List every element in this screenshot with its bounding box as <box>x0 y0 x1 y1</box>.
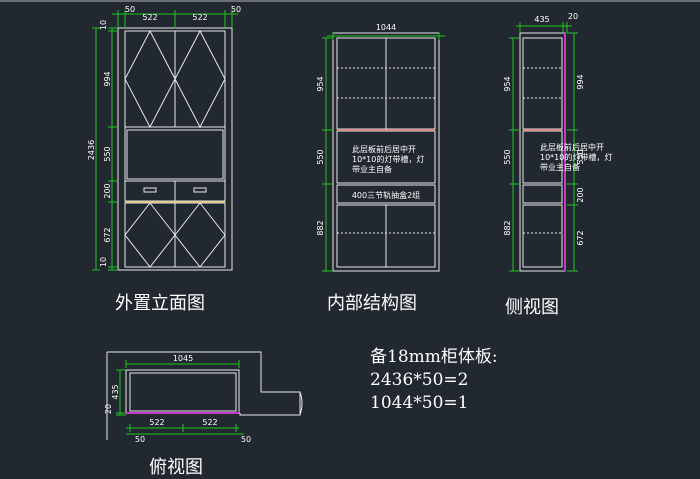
side-drawer <box>522 184 563 204</box>
side-dim-right-3: 200 <box>576 187 585 202</box>
plan-dim-left-1: 20 <box>104 404 113 414</box>
plan-dimensions <box>116 360 244 435</box>
struct-drawer-label: 400三节轨抽盒2组 <box>352 190 420 200</box>
structure-dimensions <box>322 32 445 272</box>
structure-view <box>332 32 440 272</box>
plan-dim-bottom-2: 522 <box>202 418 217 427</box>
plan-dim-bottom-4: 50 <box>241 435 251 444</box>
plan-cabinet-outline <box>125 369 240 414</box>
plan-dim-bottom-1: 522 <box>149 418 164 427</box>
elevation-view <box>117 27 233 271</box>
drawer-handle-right <box>193 187 207 193</box>
plan-dim-bottom-3: 50 <box>135 435 145 444</box>
elev-dim-top-3: 522 <box>192 13 207 22</box>
side-title: 侧视图 <box>505 297 559 318</box>
material-note-line3: 1044*50=1 <box>370 393 469 413</box>
elev-dim-left-5: 672 <box>103 227 112 242</box>
lower-right-door-diamond <box>174 202 226 268</box>
elev-dim-left-6: 10 <box>99 257 108 267</box>
struct-note-line1: 此层板前后居中开 <box>352 144 416 154</box>
structure-niche <box>336 130 436 184</box>
open-niche-inner <box>126 129 224 180</box>
material-notes: 备18mm柜体板: 2436*50=2 1044*50=1 <box>370 346 498 415</box>
elev-dim-top-4: 50 <box>231 5 241 14</box>
wall-break <box>299 391 303 416</box>
side-upper-bay <box>522 37 563 130</box>
struct-dim-left-2: 550 <box>316 149 325 164</box>
side-dim-right-4: 672 <box>576 230 585 245</box>
struct-dim-left-3: 882 <box>316 220 325 235</box>
upper-right-door-diamond <box>174 29 226 129</box>
side-niche <box>522 130 563 184</box>
struct-dim-left-1: 954 <box>316 76 325 91</box>
side-dim-right-1: 994 <box>576 74 585 89</box>
side-dim-right-2: 550 <box>576 149 585 164</box>
elev-dim-top-1: 50 <box>125 5 135 14</box>
side-dim-left-1: 954 <box>503 76 512 91</box>
elevation-dim-text: 50 522 522 50 10 994 550 200 672 10 2436 <box>87 5 241 267</box>
open-niche <box>124 126 226 182</box>
elev-dim-left-2: 994 <box>103 71 112 86</box>
side-dimensions <box>509 22 578 272</box>
struct-dim-top: 1044 <box>376 23 396 32</box>
elev-dim-left-3: 550 <box>103 146 112 161</box>
material-note-line2: 2436*50=2 <box>370 370 469 390</box>
plan-dim-left-2: 435 <box>111 384 120 399</box>
side-note-line2: 10*10的灯带槽，灯 <box>540 152 612 162</box>
plan-view <box>106 351 303 440</box>
struct-note-line2: 10*10的灯带槽，灯 <box>352 154 424 164</box>
elev-dim-top-2: 522 <box>142 13 157 22</box>
structure-drawer <box>336 184 436 204</box>
side-text: 435 20 954 550 882 994 550 200 672 此层板前后… <box>503 12 612 246</box>
wall-outline <box>107 351 301 416</box>
elevation-title: 外置立面图 <box>115 293 205 314</box>
elev-dim-left-4: 200 <box>103 183 112 198</box>
structure-text: 1044 954 550 882 此层板前后居中开 10*10的灯带槽，灯 带业… <box>316 23 424 236</box>
side-lower-bay <box>522 204 563 268</box>
material-note-line1: 备18mm柜体板: <box>370 347 498 367</box>
side-dim-top-2: 20 <box>568 12 578 21</box>
side-dim-left-2: 550 <box>503 149 512 164</box>
elev-dim-total: 2436 <box>87 140 96 160</box>
lower-left-door-diamond <box>124 202 176 268</box>
side-dim-top-1: 435 <box>534 15 549 24</box>
plan-text: 1045 20 435 522 522 50 50 <box>104 354 251 444</box>
drawer-handle-left <box>143 187 157 193</box>
side-note-line1: 此层板前后居中开 <box>540 142 604 152</box>
side-dim-left-3: 882 <box>503 220 512 235</box>
upper-left-door-diamond <box>124 29 176 129</box>
side-outline <box>519 32 566 272</box>
struct-note-line3: 带业主自备 <box>352 164 392 174</box>
structure-outline <box>332 32 440 272</box>
plan-cabinet-inner <box>129 372 237 412</box>
structure-title: 内部结构图 <box>327 293 417 314</box>
side-note-line3: 带业主自备 <box>540 162 580 172</box>
elevation-dimensions <box>92 10 238 271</box>
elev-dim-left-1: 10 <box>99 20 108 30</box>
plan-dim-top: 1045 <box>173 354 193 363</box>
side-view <box>519 32 566 272</box>
plan-title: 俯视图 <box>149 457 203 478</box>
